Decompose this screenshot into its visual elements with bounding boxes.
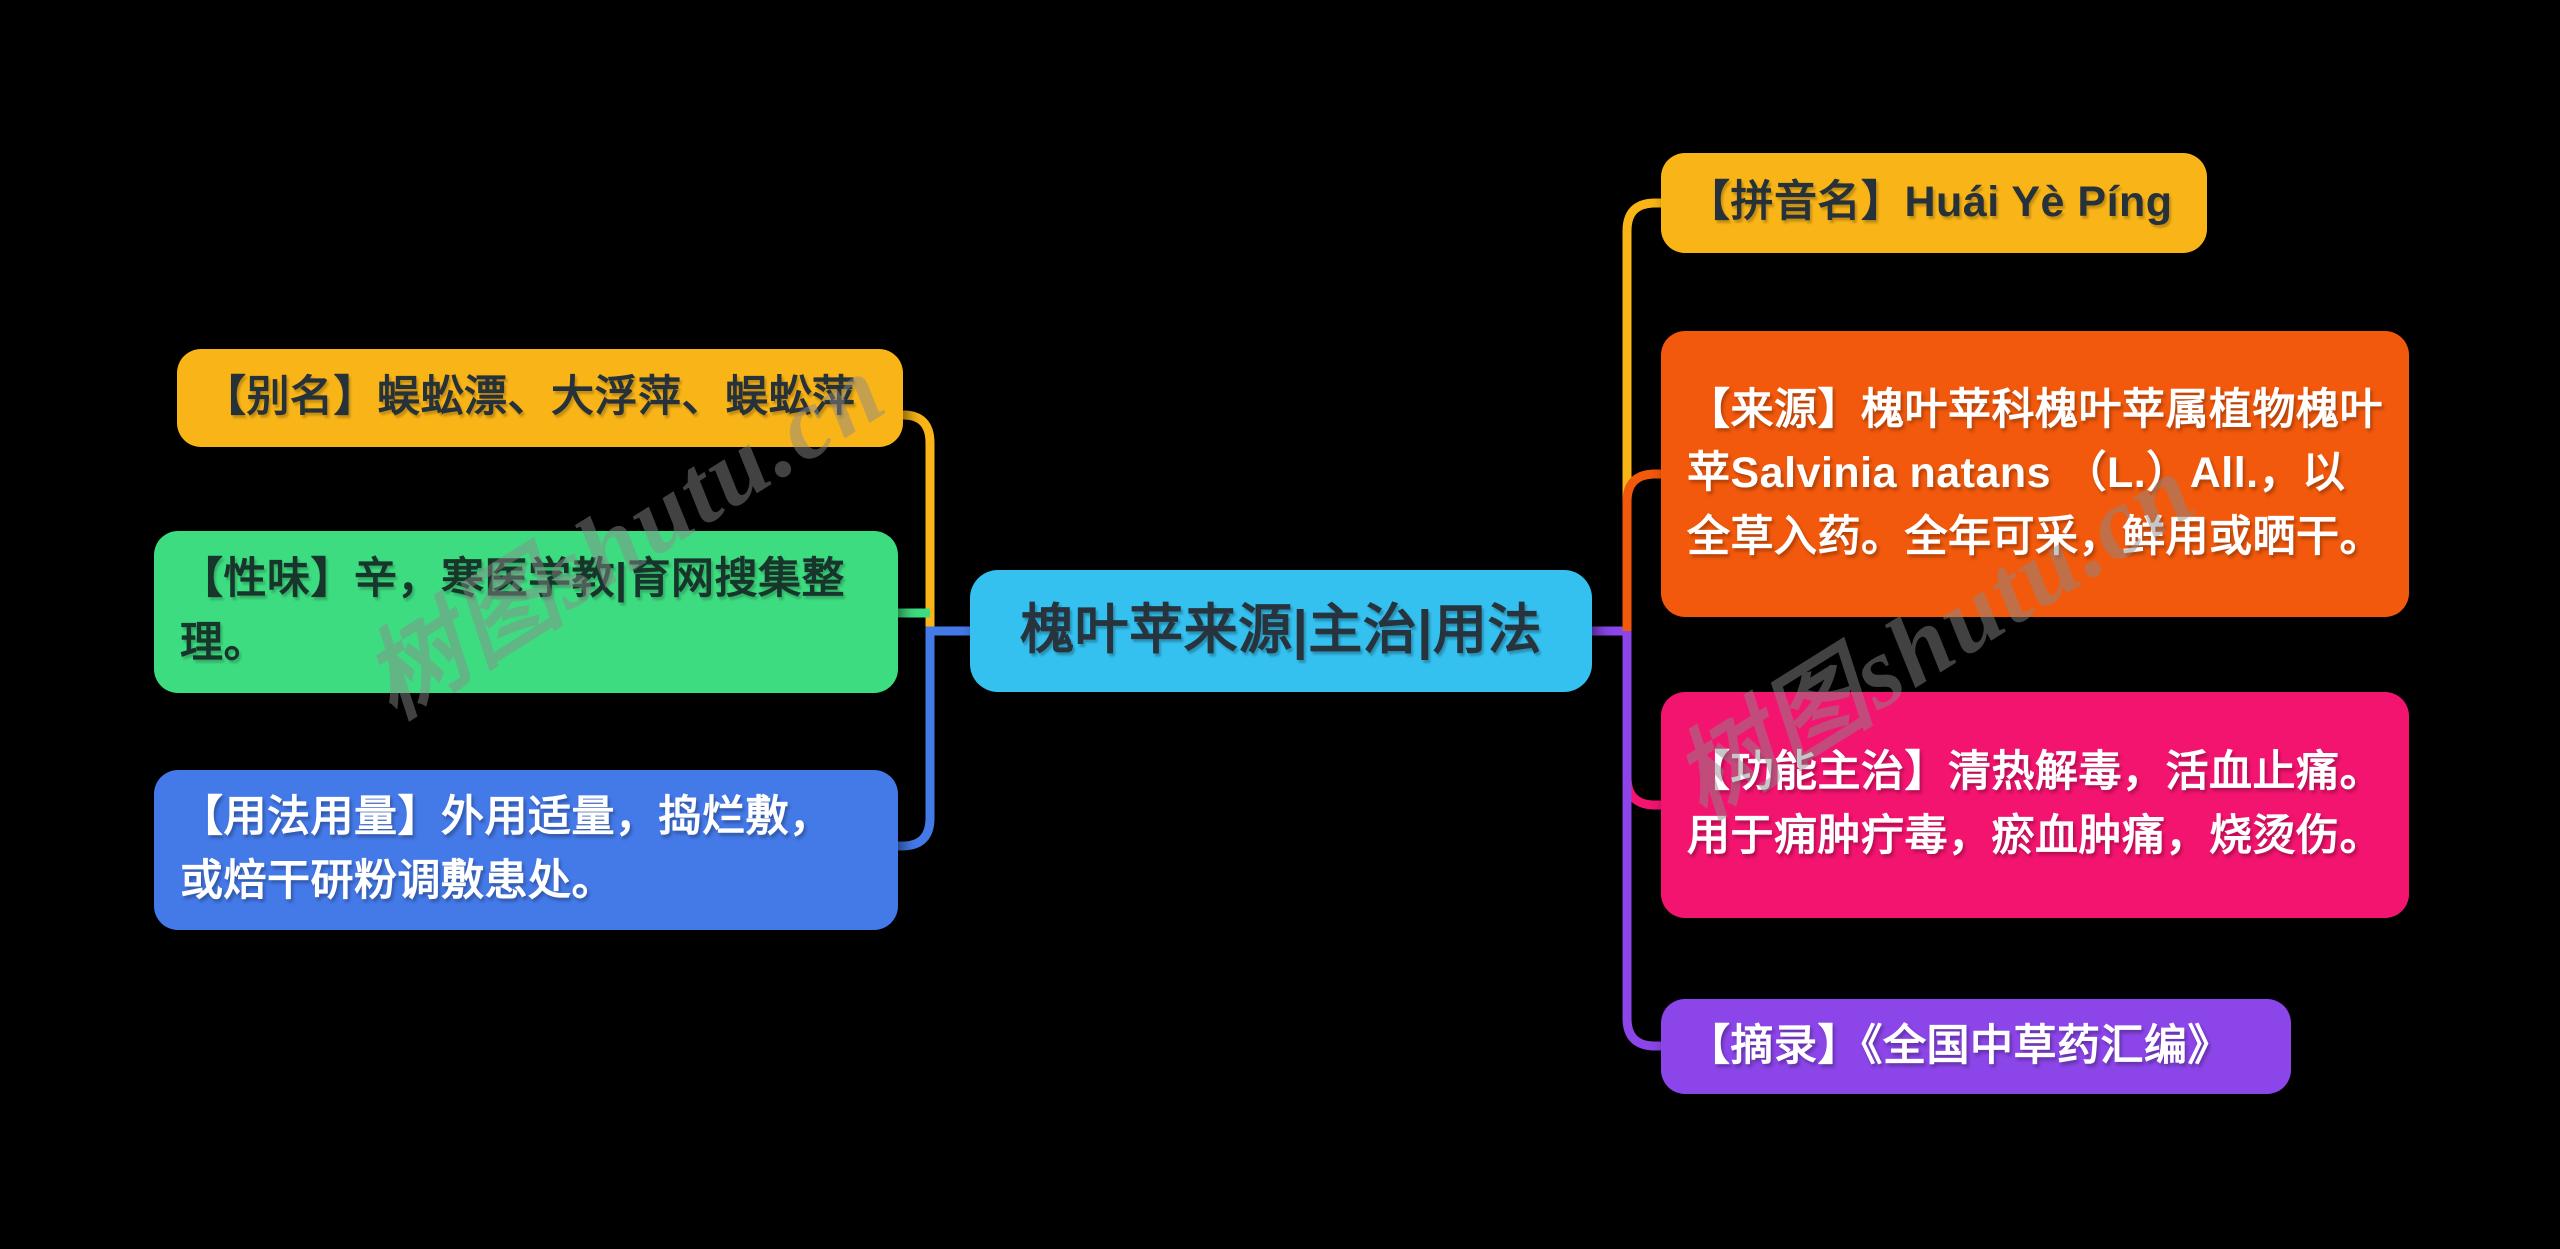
- connector-usage: [898, 626, 970, 851]
- connector-excerpt: [1622, 631, 1661, 1051]
- node-excerpt[interactable]: 【摘录】《全国中草药汇编》: [1661, 999, 2291, 1094]
- node-flavor-label: 【性味】辛，寒医学教|育网搜集整理。: [180, 555, 846, 667]
- node-usage-label: 【用法用量】外用适量，捣烂敷，或焙干研粉调敷患处。: [180, 793, 833, 905]
- connector-function: [1622, 631, 1661, 810]
- connector-pinyin: [1622, 198, 1661, 631]
- connector-source: [1622, 469, 1661, 631]
- node-pinyin[interactable]: 【拼音名】Huái Yè Píng: [1661, 153, 2207, 253]
- node-pinyin-label: 【拼音名】Huái Yè Píng: [1687, 178, 2173, 227]
- node-source-label: 【来源】槐叶苹科槐叶苹属植物槐叶苹Salvinia natans （L.）All…: [1687, 385, 2383, 561]
- node-usage[interactable]: 【用法用量】外用适量，捣烂敷，或焙干研粉调敷患处。: [154, 770, 898, 930]
- node-source[interactable]: 【来源】槐叶苹科槐叶苹属植物槐叶苹Salvinia natans （L.）All…: [1661, 331, 2409, 617]
- node-alias-label: 【别名】蜈蚣漂、大浮萍、蜈蚣萍: [203, 373, 856, 422]
- node-excerpt-label: 【摘录】《全国中草药汇编》: [1687, 1021, 2231, 1070]
- node-function-label: 【功能主治】清热解毒，活血止痛。用于痈肿疔毒，瘀血肿痛，烧烫伤。: [1687, 748, 2383, 860]
- node-alias[interactable]: 【别名】蜈蚣漂、大浮萍、蜈蚣萍: [177, 349, 903, 447]
- node-function[interactable]: 【功能主治】清热解毒，活血止痛。用于痈肿疔毒，瘀血肿痛，烧烫伤。: [1661, 692, 2409, 918]
- node-center-topic[interactable]: 槐叶苹来源|主治|用法: [970, 570, 1592, 692]
- node-center-label: 槐叶苹来源|主治|用法: [1020, 600, 1542, 661]
- connector-alias: [902, 410, 935, 631]
- node-flavor[interactable]: 【性味】辛，寒医学教|育网搜集整理。: [154, 531, 898, 693]
